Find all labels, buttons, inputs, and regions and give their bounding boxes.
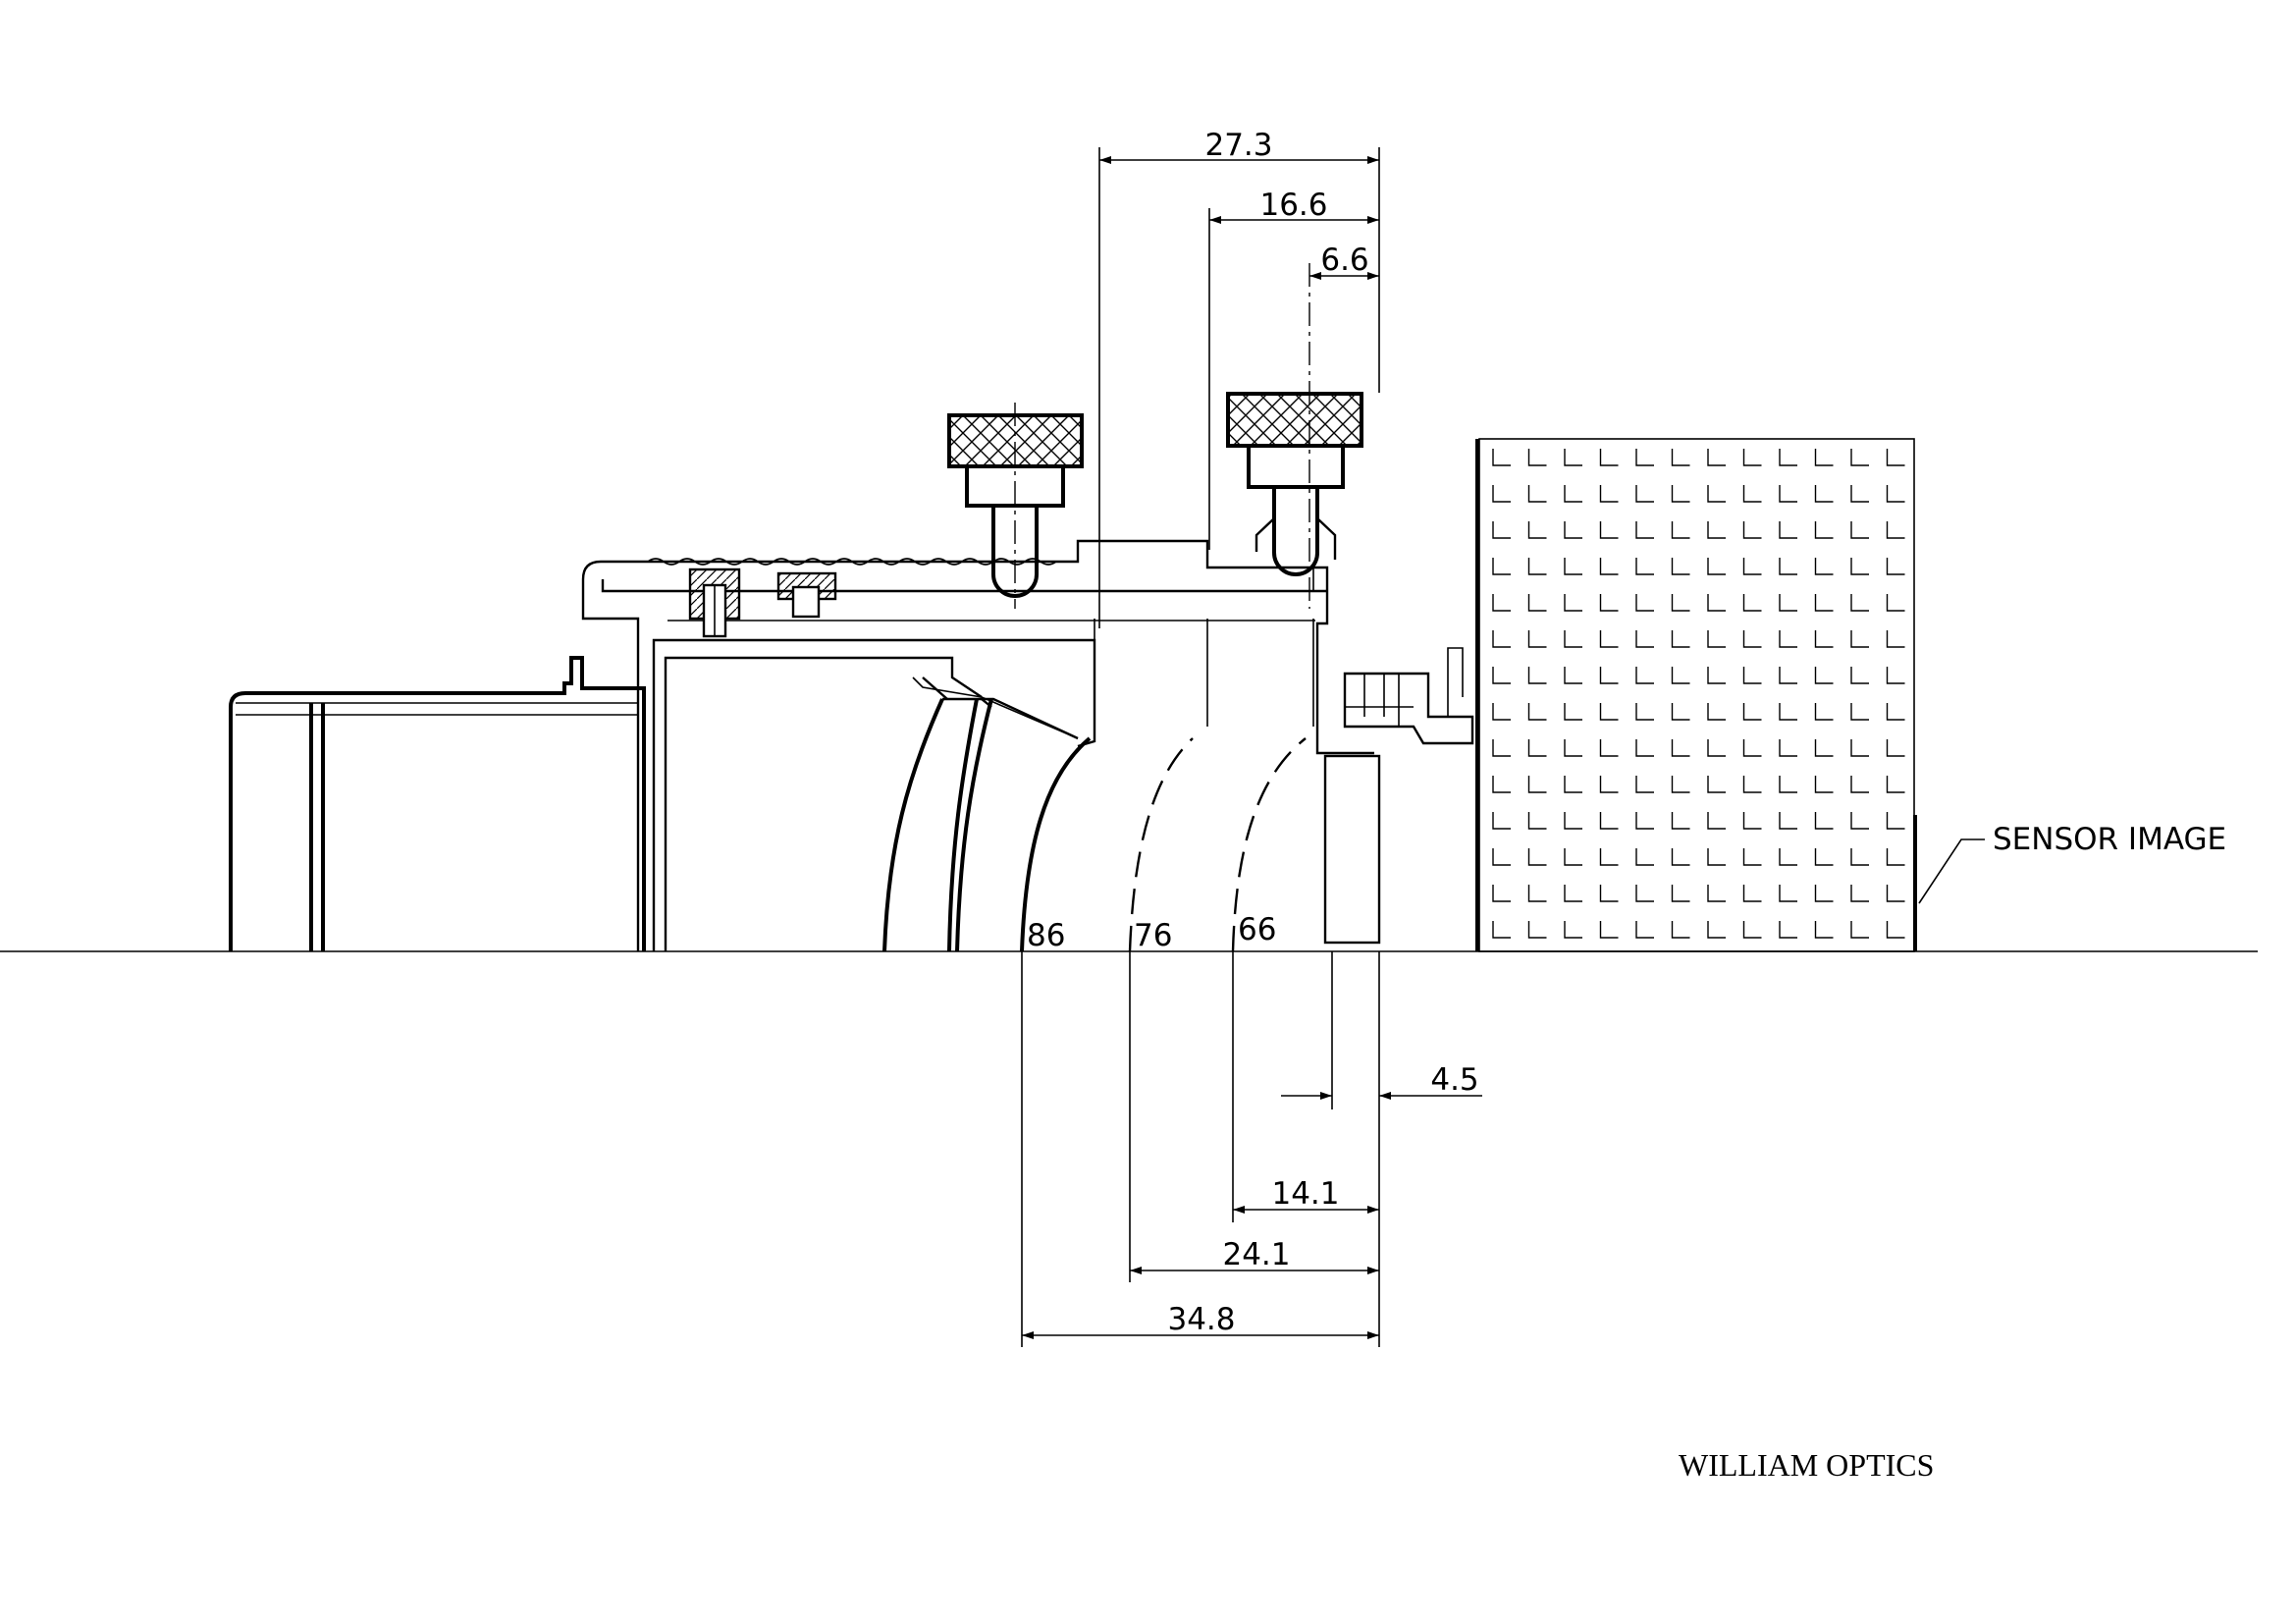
radius-66-curve [1231, 737, 1307, 952]
thumbscrew-2 [1226, 263, 1363, 609]
dimension-27-3: 27.3 [1099, 128, 1379, 164]
lens-elements [882, 676, 1092, 952]
svg-text:4.5: 4.5 [1430, 1062, 1478, 1098]
radius-label-86: 86 [1027, 918, 1065, 953]
dimension-24-1: 24.1 [1130, 1237, 1379, 1274]
radius-label-76: 76 [1134, 918, 1172, 953]
sensor-block [1475, 438, 1917, 952]
dimension-4-5: 4.5 [1281, 1062, 1482, 1100]
svg-text:6.6: 6.6 [1320, 243, 1368, 278]
sensor-leader [1918, 838, 1985, 904]
top-extension-lines [1098, 147, 1380, 628]
brand-label: WILLIAM OPTICS [1679, 1447, 1934, 1483]
set-screw-2 [776, 571, 837, 619]
lens-barrel [229, 656, 646, 951]
bottom-extension-lines [1021, 951, 1380, 1347]
dimension-6-6: 6.6 [1309, 243, 1379, 280]
svg-text:24.1: 24.1 [1222, 1237, 1290, 1272]
radius-76-curve [1128, 737, 1194, 952]
svg-text:27.3: 27.3 [1204, 128, 1272, 163]
radius-label-66: 66 [1238, 912, 1276, 947]
filter-holder [1343, 647, 1474, 745]
dimension-34-8: 34.8 [1022, 1302, 1379, 1339]
knurled-flange [647, 558, 1057, 566]
adapter-housing [581, 539, 1381, 951]
svg-text:14.1: 14.1 [1271, 1176, 1339, 1212]
svg-text:34.8: 34.8 [1167, 1302, 1235, 1337]
dimension-14-1: 14.1 [1233, 1176, 1379, 1214]
thumbscrew-1 [947, 403, 1084, 609]
set-screw-1 [688, 568, 741, 638]
sensor-callout: SENSOR IMAGE [1993, 822, 2226, 857]
dimension-16-6: 16.6 [1209, 188, 1379, 224]
svg-text:16.6: 16.6 [1259, 188, 1327, 223]
